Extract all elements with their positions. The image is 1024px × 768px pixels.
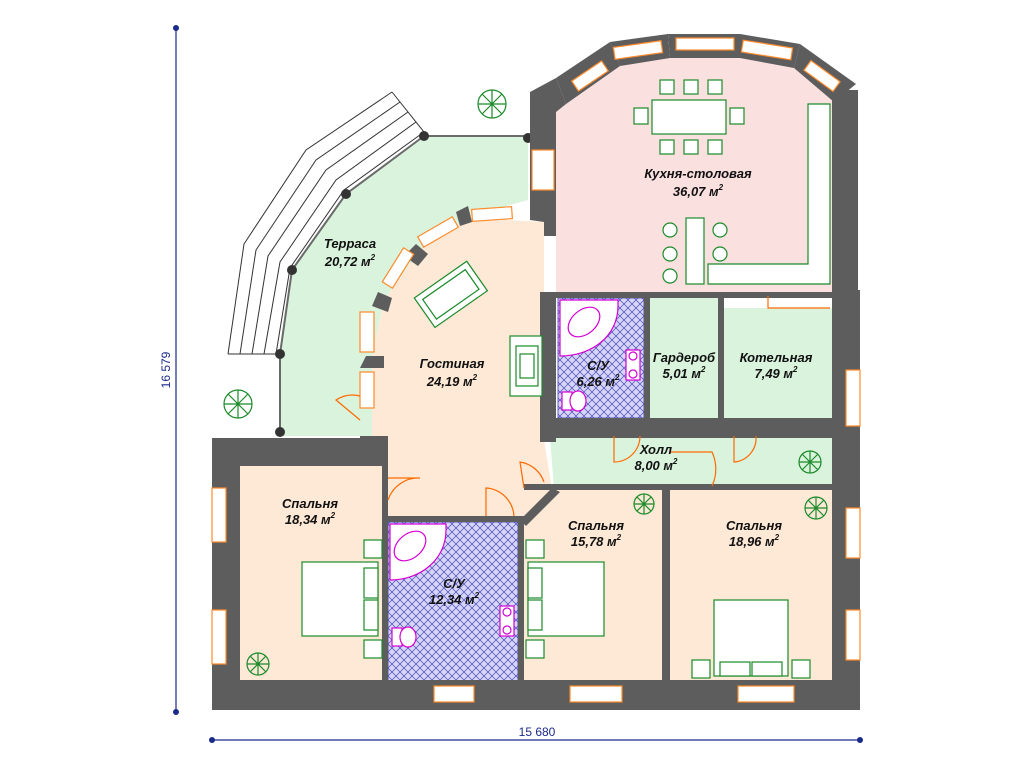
bed-right	[691, 599, 811, 679]
wardrobe-area: 5,01 м2	[662, 365, 706, 381]
living-floor	[372, 218, 552, 520]
boiler-name: Котельная	[740, 350, 813, 365]
room-label-bedroom-mid: Спальня 15,78 м2	[568, 518, 624, 549]
bath-small-area: 6,26 м2	[576, 373, 620, 389]
dimension-height-label: 16 579	[159, 351, 173, 388]
room-label-kitchen: Кухня-столовая 36,07 м2	[644, 166, 752, 199]
room-label-bath-small: С/У 6,26 м2	[576, 358, 620, 389]
fireplace	[509, 335, 543, 397]
bedroom-mid-name: Спальня	[568, 518, 624, 533]
bedroom-mid-area: 15,78 м2	[571, 533, 622, 549]
hall-area: 8,00 м2	[634, 457, 678, 473]
bedroom-left-area: 18,34 м2	[285, 511, 336, 527]
terrace-name: Терраса	[324, 236, 376, 251]
bath-small-fixtures	[559, 299, 641, 412]
hall-name: Холл	[639, 442, 672, 457]
boiler-area: 7,49 м2	[754, 365, 798, 381]
wardrobe-name: Гардероб	[653, 350, 716, 365]
bedroom-right-name: Спальня	[726, 518, 782, 533]
room-label-boiler: Котельная 7,49 м2	[740, 350, 813, 381]
room-label-wardrobe: Гардероб 5,01 м2	[653, 350, 716, 381]
kitchen-floor	[556, 52, 832, 292]
room-label-hall: Холл 8,00 м2	[634, 442, 678, 473]
terrace-area: 20,72 м2	[324, 253, 376, 269]
room-label-bath-big: С/У 12,34 м2	[429, 576, 480, 607]
bedroom-left-name: Спальня	[282, 496, 338, 511]
room-label-terrace: Терраса 20,72 м2	[324, 236, 376, 269]
bath-big-fixtures	[389, 523, 515, 648]
doors	[334, 296, 830, 517]
terrace-stairs	[227, 91, 425, 355]
room-label-bedroom-right: Спальня 18,96 м2	[726, 518, 782, 549]
wardrobe-floor	[650, 298, 718, 418]
kitchen-counter	[662, 103, 831, 285]
dining-table	[633, 79, 745, 155]
bath-big-area: 12,34 м2	[429, 591, 480, 607]
dimension-width-label: 15 680	[519, 725, 556, 739]
dimension-width: 15 680	[209, 725, 863, 743]
room-label-living: Гостиная 24,19 м2	[420, 356, 485, 389]
dimension-height: 16 579	[159, 25, 179, 715]
plant-icons	[223, 89, 828, 676]
living-area: 24,19 м2	[426, 373, 478, 389]
room-label-bedroom-left: Спальня 18,34 м2	[282, 496, 338, 527]
hall-floor	[550, 438, 832, 488]
kitchen-name: Кухня-столовая	[644, 166, 752, 181]
windows	[211, 37, 861, 703]
boiler-floor	[724, 308, 832, 418]
bed-mid	[525, 539, 605, 659]
terrace-columns	[275, 131, 533, 437]
bed-left	[301, 539, 383, 659]
bath-small-name: С/У	[587, 358, 610, 373]
sofa	[413, 260, 489, 329]
bath-big-name: С/У	[443, 576, 466, 591]
living-name: Гостиная	[420, 356, 485, 371]
kitchen-area: 36,07 м2	[673, 183, 724, 199]
bedroom-right-area: 18,96 м2	[729, 533, 780, 549]
